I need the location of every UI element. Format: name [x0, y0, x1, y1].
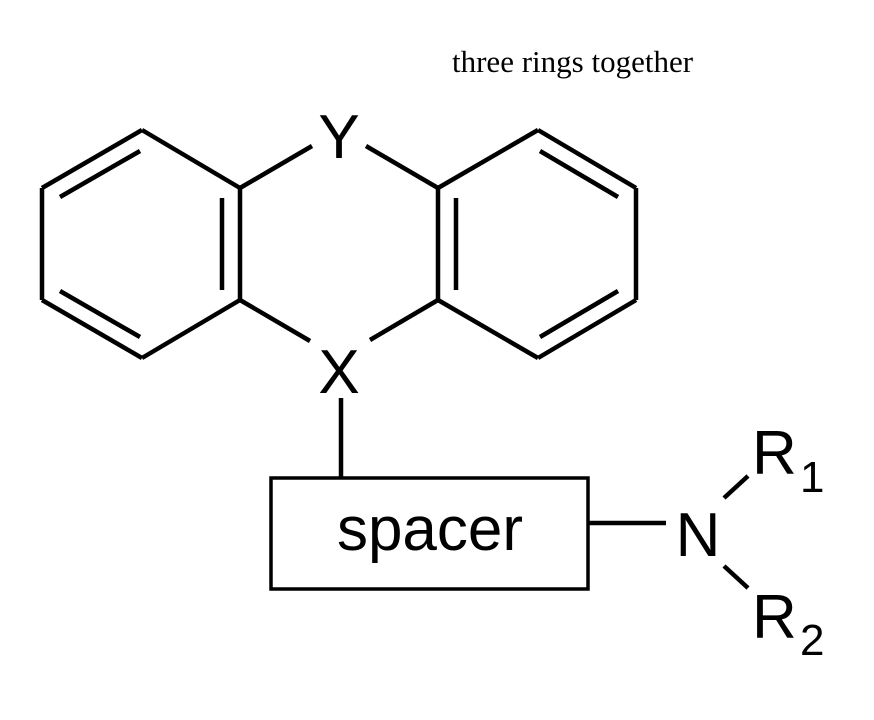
atom-r2-subscript: 2 [800, 616, 824, 665]
diagram-caption: three rings together [452, 44, 694, 79]
left-ring-bond [140, 128, 242, 190]
atom-n-label: N [676, 501, 721, 570]
right-ring-bond [436, 298, 540, 360]
bond-right-ring-to-x [368, 298, 440, 342]
atom-r1-label: R [752, 419, 797, 488]
spacer-label: spacer [337, 495, 523, 564]
atom-y-label: Y [318, 103, 359, 172]
left-ring-double-bond [58, 149, 142, 199]
bond-left-ring-to-x [238, 298, 312, 343]
atom-r2-label: R [752, 583, 797, 652]
left-benzene-ring [39, 128, 243, 360]
right-ring-bond [436, 128, 540, 190]
left-ring-bond [140, 298, 242, 360]
left-ring-bond [40, 128, 144, 190]
right-ring-double-bond [538, 289, 620, 339]
right-ring-double-bond [538, 149, 620, 199]
bond-left-ring-to-y [238, 144, 314, 190]
atom-x-label: X [318, 338, 359, 407]
left-ring-bond [40, 298, 144, 360]
bond-n-to-r1 [722, 474, 750, 500]
right-ring-bond [536, 298, 638, 360]
spacer-box [269, 476, 590, 591]
atom-r1-subscript: 1 [800, 453, 824, 502]
right-ring-bond [536, 128, 638, 190]
right-benzene-ring [435, 128, 639, 360]
bond-n-to-r2 [722, 564, 750, 590]
central-ring-bonds [238, 144, 440, 343]
bond-right-ring-to-y [364, 144, 440, 190]
left-ring-double-bond [58, 289, 142, 339]
